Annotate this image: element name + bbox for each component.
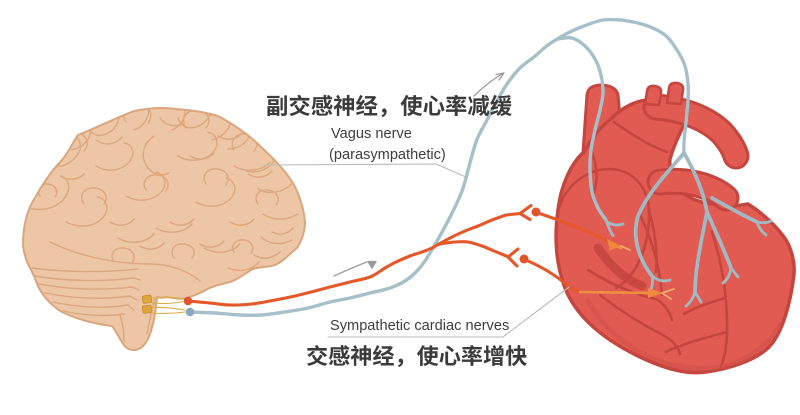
svg-text:Sympathetic cardiac nerves: Sympathetic cardiac nerves bbox=[330, 318, 509, 334]
svg-text:Vagus nerve: Vagus nerve bbox=[331, 126, 412, 142]
svg-text:(parasympathetic): (parasympathetic) bbox=[329, 147, 446, 163]
